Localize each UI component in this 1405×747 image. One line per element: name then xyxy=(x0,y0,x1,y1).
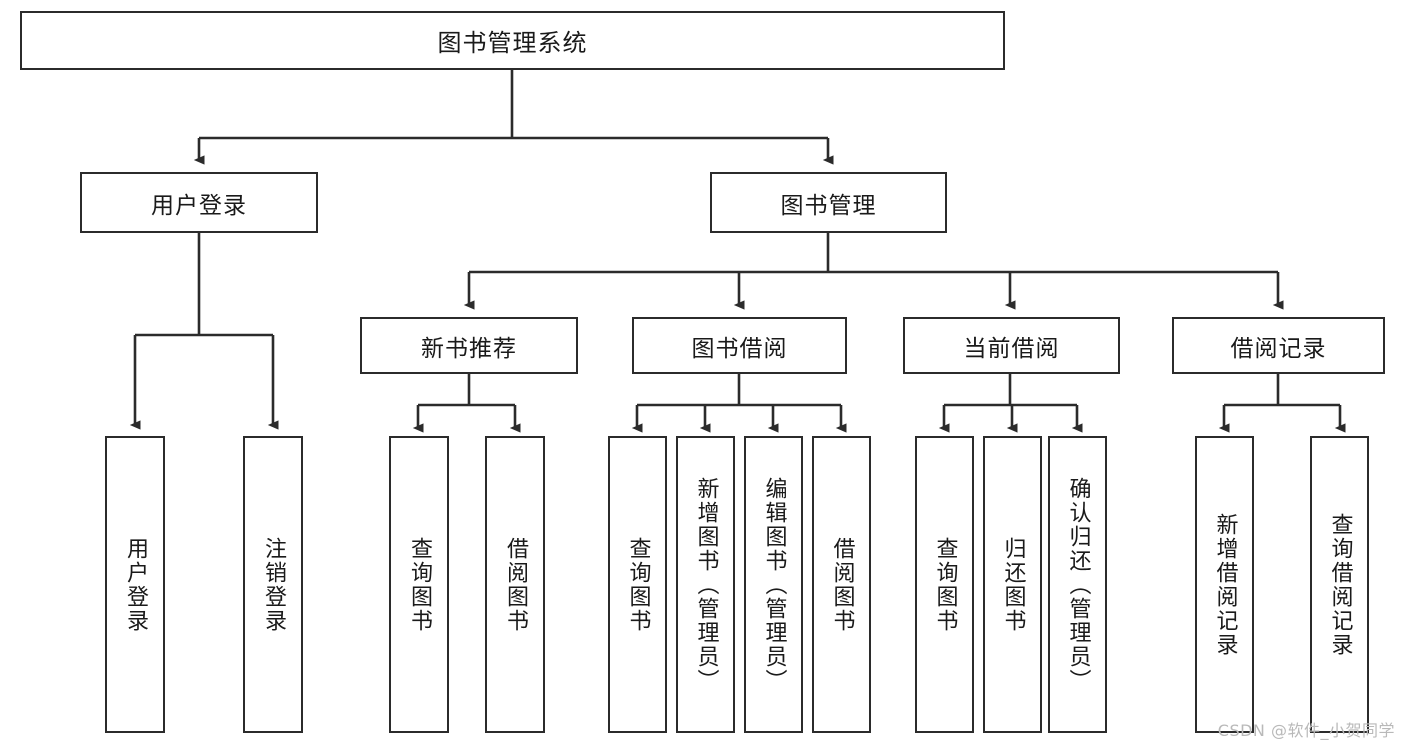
leaf-book-borrow-borrow[interactable]: 借阅图书 xyxy=(812,436,871,733)
leaf-current-borrow-return[interactable]: 归还图书 xyxy=(983,436,1042,733)
leaf-book-borrow-query[interactable]: 查询图书 xyxy=(608,436,667,733)
node-book-management[interactable]: 图书管理 xyxy=(710,172,947,233)
node-current-borrow-label: 当前借阅 xyxy=(963,335,1060,362)
leaf-borrow-record-add[interactable]: 新增借阅记录 xyxy=(1195,436,1254,733)
leaf-new-book-borrow[interactable]: 借阅图书 xyxy=(485,436,545,733)
leaf-label: 查询借阅记录 xyxy=(1327,512,1353,657)
leaf-label: 借阅图书 xyxy=(502,536,528,633)
node-borrow-record[interactable]: 借阅记录 xyxy=(1172,317,1385,374)
node-new-book-recommend-label: 新书推荐 xyxy=(421,335,517,362)
node-book-borrow[interactable]: 图书借阅 xyxy=(632,317,847,374)
leaf-label: 用户登录 xyxy=(122,536,148,633)
leaf-label: 查询图书 xyxy=(406,536,432,633)
node-root[interactable]: 图书管理系统 xyxy=(20,11,1005,70)
leaf-label: 借阅图书 xyxy=(829,536,855,633)
leaf-user-login-login[interactable]: 用户登录 xyxy=(105,436,165,733)
leaf-label: 编辑图书（管理员） xyxy=(761,476,787,693)
node-current-borrow[interactable]: 当前借阅 xyxy=(903,317,1120,374)
leaf-label: 归还图书 xyxy=(1000,536,1026,633)
node-book-management-label: 图书管理 xyxy=(780,192,877,219)
node-book-borrow-label: 图书借阅 xyxy=(691,335,788,362)
leaf-book-borrow-add[interactable]: 新增图书（管理员） xyxy=(676,436,735,733)
leaf-borrow-record-query[interactable]: 查询借阅记录 xyxy=(1310,436,1369,733)
leaf-label: 新增借阅记录 xyxy=(1212,512,1238,657)
node-borrow-record-label: 借阅记录 xyxy=(1230,335,1327,362)
leaf-label: 注销登录 xyxy=(260,536,286,633)
leaf-label: 新增图书（管理员） xyxy=(693,476,719,693)
leaf-user-login-logout[interactable]: 注销登录 xyxy=(243,436,303,733)
leaf-label: 查询图书 xyxy=(625,536,651,633)
node-new-book-recommend[interactable]: 新书推荐 xyxy=(360,317,578,374)
node-user-login[interactable]: 用户登录 xyxy=(80,172,318,233)
leaf-label: 确认归还（管理员） xyxy=(1065,476,1091,693)
leaf-new-book-query[interactable]: 查询图书 xyxy=(389,436,449,733)
leaf-book-borrow-edit[interactable]: 编辑图书（管理员） xyxy=(744,436,803,733)
leaf-current-borrow-confirm-return[interactable]: 确认归还（管理员） xyxy=(1048,436,1107,733)
node-user-login-label: 用户登录 xyxy=(151,192,247,219)
watermark: CSDN @软件_小贺同学 xyxy=(1217,721,1395,740)
leaf-current-borrow-query[interactable]: 查询图书 xyxy=(915,436,974,733)
leaf-label: 查询图书 xyxy=(932,536,958,633)
node-root-label: 图书管理系统 xyxy=(437,29,588,57)
